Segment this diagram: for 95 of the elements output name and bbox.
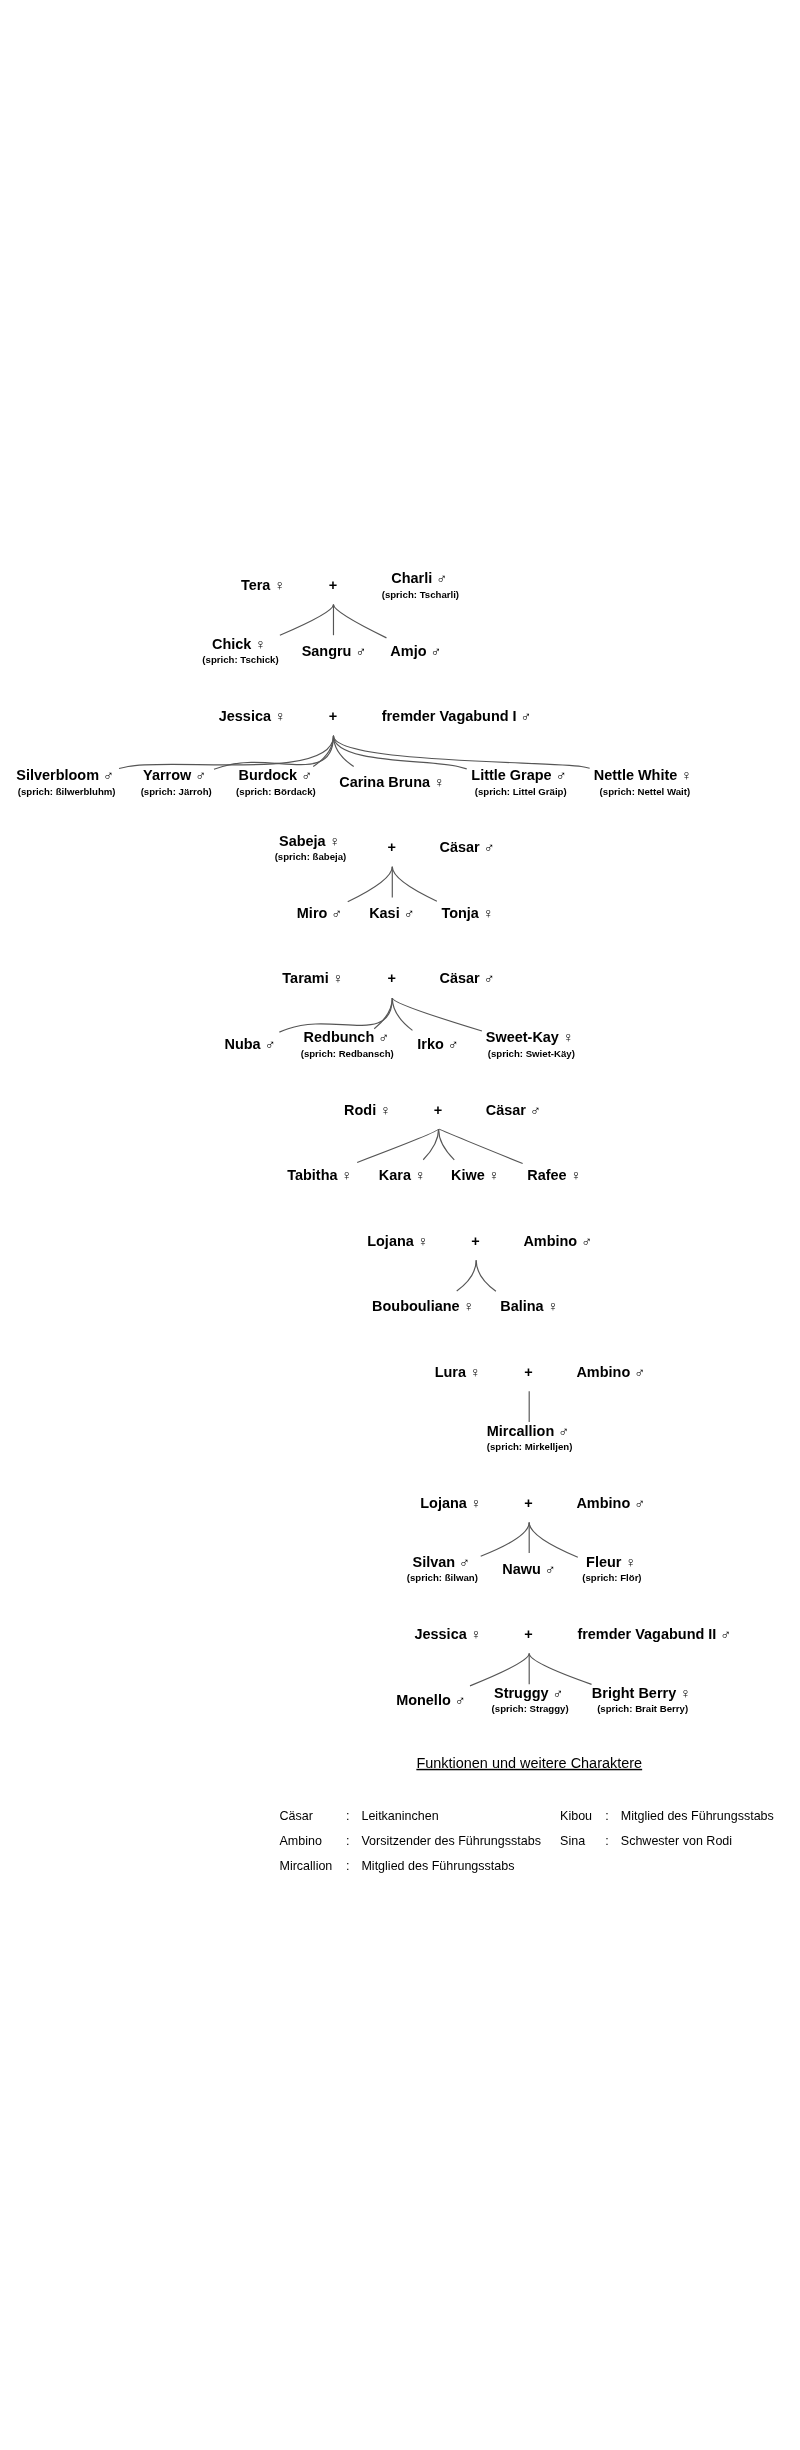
node-text: Sabeja ♀ (sprich: ßabeja)	[274, 832, 347, 863]
node-text: Ambino ♂	[576, 1494, 646, 1511]
node-text: Burdock ♂ (sprich: Bördack)	[236, 767, 316, 797]
node-text: Tonja ♀	[441, 904, 494, 921]
node-text: Kara ♀	[378, 1167, 426, 1184]
label: Schwester von Rodi	[620, 1834, 733, 1849]
node-text: Little Grape ♂ (sprich: Littel Gräip)	[471, 767, 567, 797]
node-text: Sangru ♂	[301, 642, 367, 659]
node-text: +	[524, 1494, 533, 1511]
label: Funktionen und weitere Charaktere	[416, 1754, 643, 1771]
node-text: Redbunch ♂ (sprich: Redbansch)	[300, 1029, 394, 1059]
label: Mitglied des Führungsstabs	[620, 1809, 774, 1824]
node-text: Ambino ♂	[576, 1363, 646, 1380]
node-text: Struggy ♂ (sprich: Straggy)	[491, 1684, 569, 1715]
node-text: Rodi ♀	[344, 1101, 392, 1118]
node-text: Kasi ♂	[369, 904, 415, 921]
node-text: Charli ♂ (sprich: Tscharli)	[381, 570, 460, 600]
node-text: +	[387, 839, 396, 856]
node-text: Amjo ♂	[390, 642, 442, 659]
connector	[118, 735, 335, 770]
label: :	[346, 1809, 350, 1824]
node-text: Jessica ♀	[414, 1626, 482, 1643]
node-text: Fleur ♀ (sprich: Flör)	[582, 1553, 642, 1584]
connector	[278, 997, 393, 1033]
node-text: Tarami ♀	[282, 970, 344, 987]
connector	[438, 1128, 524, 1165]
node-text: Tabitha ♀	[287, 1167, 353, 1184]
label: Ambino	[279, 1834, 322, 1849]
connector	[373, 997, 393, 1030]
connector	[279, 604, 335, 636]
label: Mitglied des Führungsstabs	[361, 1859, 515, 1874]
node-text: Rafee ♀	[527, 1167, 582, 1184]
node-text: fremder Vagabund I ♂	[381, 708, 532, 725]
node-text: Mircallion ♂ (sprich: Mirkelljen)	[486, 1422, 573, 1453]
connector	[528, 1653, 593, 1685]
connector	[391, 997, 483, 1032]
node-text: Cäsar ♂	[439, 970, 495, 987]
node-text: fremder Vagabund II ♂	[577, 1626, 732, 1643]
node-text: +	[524, 1626, 533, 1643]
connector	[347, 866, 393, 903]
connector	[391, 866, 438, 902]
node-text: Chick ♀ (sprich: Tschick)	[202, 635, 279, 666]
node-text: Kiwe ♀	[451, 1167, 500, 1184]
node-text: Bright Berry ♀ (sprich: Brait Berry)	[591, 1684, 692, 1715]
label: Leitkaninchen	[361, 1809, 439, 1824]
connector	[391, 997, 414, 1031]
node-text: +	[433, 1101, 443, 1118]
node-text: Ambino ♂	[523, 1232, 593, 1249]
label: :	[346, 1859, 350, 1874]
node-text: Lura ♀	[434, 1363, 481, 1380]
node-text: +	[328, 577, 338, 594]
connector	[332, 735, 468, 770]
node-text: Jessica ♀	[218, 708, 286, 725]
node-text: Yarrow ♂ (sprich: Järroh)	[140, 767, 212, 797]
node-text: Carina Bruna ♀	[339, 773, 445, 790]
connector	[480, 1521, 530, 1557]
connector	[332, 735, 591, 769]
connector	[456, 1259, 477, 1292]
node-text: Cäsar ♂	[485, 1101, 541, 1118]
label: Kibou	[560, 1809, 593, 1824]
label: :	[605, 1809, 609, 1824]
connector	[332, 604, 335, 636]
connector	[475, 1259, 497, 1292]
node-text: Nuba ♂	[224, 1036, 276, 1053]
label: Sina	[560, 1834, 586, 1849]
node-text: Lojana ♀	[420, 1494, 482, 1511]
node-text: Tera ♀	[240, 577, 286, 594]
node-text: Lojana ♀	[367, 1232, 429, 1249]
connector	[528, 1653, 530, 1685]
node-text: Sweet-Kay ♀ (sprich: Swiet-Käy)	[485, 1029, 575, 1059]
label: :	[605, 1834, 609, 1849]
connector	[528, 1521, 579, 1558]
connector	[469, 1653, 530, 1687]
label: Cäsar	[279, 1809, 313, 1824]
node-text: Nawu ♂	[502, 1560, 556, 1577]
node-text: Monello ♂	[396, 1691, 466, 1708]
label: :	[346, 1834, 350, 1849]
node-text: +	[328, 708, 338, 725]
node-text: Cäsar ♂	[439, 839, 495, 856]
node-text: +	[387, 970, 396, 987]
connector	[356, 1128, 440, 1163]
node-text: Boubouliane ♀	[372, 1298, 475, 1315]
connector	[528, 1390, 530, 1423]
node-text: Silverbloom ♂ (sprich: ßilwerbluhm)	[16, 767, 116, 797]
node-text: Irko ♂	[417, 1036, 459, 1053]
node-text: Nettle White ♀ (sprich: Nettel Wait)	[593, 767, 693, 797]
node-text: +	[524, 1363, 533, 1380]
label: Mircallion	[279, 1859, 333, 1874]
node-text: Miro ♂	[296, 904, 343, 921]
node-text: Balina ♀	[500, 1298, 559, 1315]
node-text: Silvan ♂ (sprich: ßilwan)	[406, 1553, 478, 1584]
label: Vorsitzender des Führungsstabs	[361, 1834, 541, 1849]
node-text: +	[471, 1232, 480, 1249]
connector	[438, 1128, 455, 1161]
connector	[332, 604, 388, 639]
